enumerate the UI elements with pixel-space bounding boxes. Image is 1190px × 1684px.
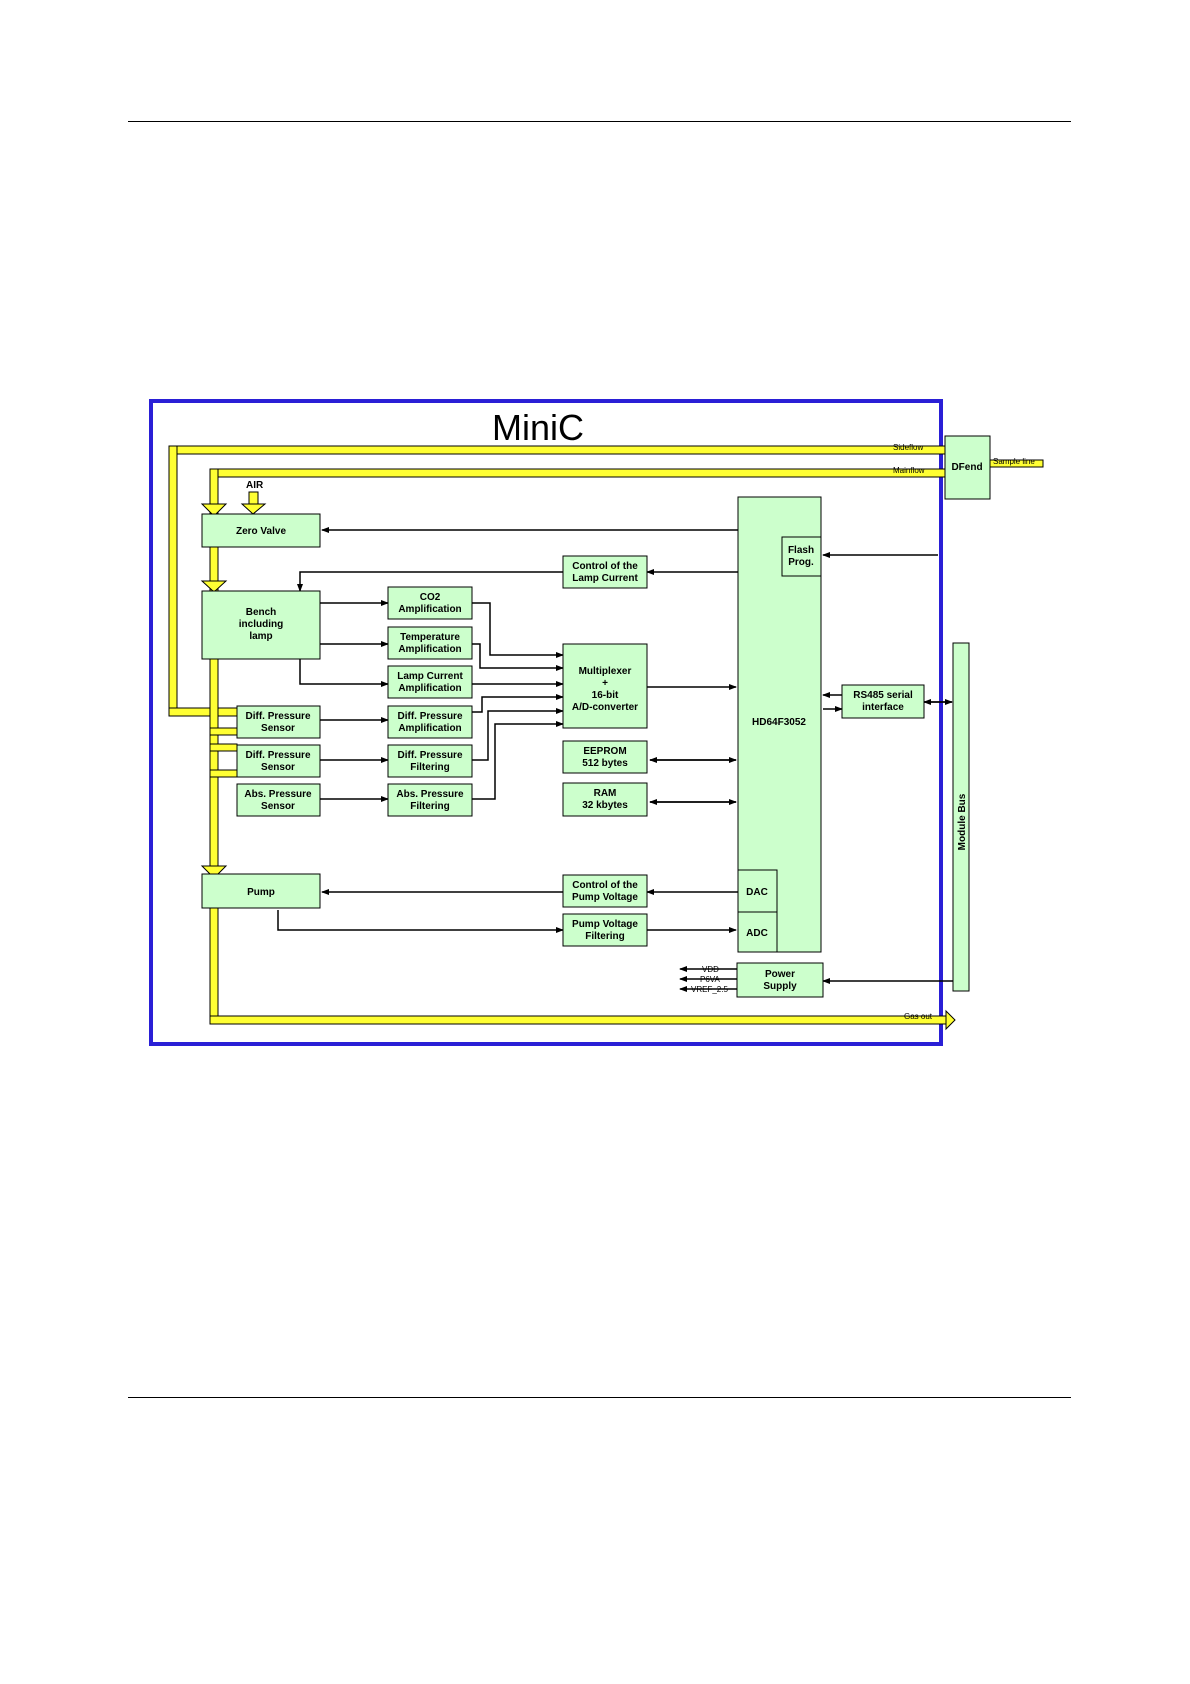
vref-label: VREF_2.5 — [691, 985, 728, 994]
rs485-interface-block: RS485 serial interface — [841, 684, 925, 719]
temperature-amplification-block: Temperature Amplification — [387, 626, 473, 660]
svg-text:Temperature: Temperature — [400, 632, 460, 643]
svg-text:Diff. Pressure: Diff. Pressure — [245, 711, 310, 722]
svg-text:HD64F3052: HD64F3052 — [752, 717, 806, 728]
svg-text:Sensor: Sensor — [261, 801, 295, 812]
sideflow-label: Sideflow — [893, 443, 923, 452]
svg-text:A/D-converter: A/D-converter — [572, 702, 638, 713]
eeprom-block: EEPROM 512 bytes — [562, 740, 648, 774]
svg-text:Filtering: Filtering — [410, 801, 449, 812]
svg-text:EEPROM: EEPROM — [583, 746, 626, 757]
lamp-current-control-block: Control of the Lamp Current — [562, 555, 648, 589]
svg-text:CO2: CO2 — [420, 592, 441, 603]
svg-text:Prog.: Prog. — [788, 557, 814, 568]
svg-text:Amplification: Amplification — [398, 604, 461, 615]
svg-text:+: + — [602, 678, 608, 689]
signal-wires — [277, 527, 953, 992]
svg-text:32 kbytes: 32 kbytes — [582, 800, 628, 811]
svg-text:16-bit: 16-bit — [592, 690, 619, 701]
pump-voltage-control-block: Control of the Pump Voltage — [562, 874, 648, 908]
co2-amplification-block: CO2 Amplification — [387, 586, 473, 620]
svg-text:Supply: Supply — [763, 981, 797, 992]
multiplexer-block: Multiplexer + 16-bit A/D-converter — [562, 643, 648, 729]
diff-pressure-amplification-block: Diff. Pressure Amplification — [387, 705, 473, 739]
svg-text:Diff. Pressure: Diff. Pressure — [245, 750, 310, 761]
power-supply-block: Power Supply — [736, 962, 824, 998]
svg-text:Lamp Current: Lamp Current — [572, 573, 638, 584]
svg-text:Sensor: Sensor — [261, 723, 295, 734]
vdd-label: VDD — [702, 965, 719, 974]
svg-text:Abs. Pressure: Abs. Pressure — [396, 789, 464, 800]
svg-text:Pump: Pump — [247, 887, 275, 898]
footer-rule — [128, 1397, 1071, 1398]
adc-block: ADC — [737, 911, 778, 953]
svg-text:Power: Power — [765, 969, 795, 980]
svg-text:Filtering: Filtering — [410, 762, 449, 773]
svg-text:Flash: Flash — [788, 545, 814, 556]
svg-text:Multiplexer: Multiplexer — [579, 666, 632, 677]
svg-text:Amplification: Amplification — [398, 644, 461, 655]
diff-pressure-filtering-block: Diff. Pressure Filtering — [387, 744, 473, 778]
diagram-title: MiniC — [492, 407, 584, 448]
svg-text:Filtering: Filtering — [585, 931, 624, 942]
svg-text:Diff. Pressure: Diff. Pressure — [397, 750, 462, 761]
svg-text:Diff. Pressure: Diff. Pressure — [397, 711, 462, 722]
svg-text:lamp: lamp — [249, 631, 272, 642]
svg-text:Zero Valve: Zero Valve — [236, 526, 286, 537]
gas-flow-paths — [168, 445, 1044, 1031]
dfend-block: DFend — [944, 435, 991, 500]
minic-frame — [149, 399, 943, 1046]
svg-text:Abs. Pressure: Abs. Pressure — [244, 789, 312, 800]
zero-valve-block: Zero Valve — [201, 513, 321, 548]
svg-text:Pump Voltage: Pump Voltage — [572, 892, 638, 903]
header-rule — [128, 121, 1071, 122]
pump-voltage-filtering-block: Pump Voltage Filtering — [562, 913, 648, 947]
ram-block: RAM 32 kbytes — [562, 782, 648, 817]
svg-text:Pump Voltage: Pump Voltage — [572, 919, 638, 930]
sample-line-label: Sample line — [993, 457, 1035, 466]
svg-text:Amplification: Amplification — [398, 723, 461, 734]
svg-text:including: including — [239, 619, 283, 630]
abs-pressure-sensor-block: Abs. Pressure Sensor — [236, 783, 321, 817]
svg-text:DFend: DFend — [951, 462, 982, 473]
svg-text:Module Bus: Module Bus — [957, 793, 968, 850]
diff-pressure-sensor-1-block: Diff. Pressure Sensor — [236, 705, 321, 739]
air-label: AIR — [246, 480, 264, 491]
svg-text:Sensor: Sensor — [261, 762, 295, 773]
p6va-label: P6VA — [700, 975, 721, 984]
svg-text:RAM: RAM — [594, 788, 617, 799]
lamp-current-amplification-block: Lamp Current Amplification — [387, 665, 473, 699]
svg-text:512 bytes: 512 bytes — [582, 758, 628, 769]
dac-block: DAC — [737, 869, 778, 913]
svg-text:ADC: ADC — [746, 928, 768, 939]
module-bus-block: Module Bus — [952, 642, 970, 992]
svg-text:Lamp Current: Lamp Current — [397, 671, 463, 682]
svg-text:Control of the: Control of the — [572, 561, 638, 572]
mainflow-label: Mainflow — [893, 466, 925, 475]
flash-prog-block: Flash Prog. — [781, 536, 822, 577]
svg-text:interface: interface — [862, 702, 904, 713]
svg-text:Amplification: Amplification — [398, 683, 461, 694]
svg-text:RS485 serial: RS485 serial — [853, 690, 913, 701]
gas-out-label: Gas out — [904, 1012, 933, 1021]
svg-text:Bench: Bench — [246, 607, 277, 618]
bench-block: Bench including lamp — [201, 590, 321, 660]
pump-block: Pump — [201, 873, 321, 909]
diff-pressure-sensor-2-block: Diff. Pressure Sensor — [236, 744, 321, 778]
svg-text:Control of the: Control of the — [572, 880, 638, 891]
abs-pressure-filtering-block: Abs. Pressure Filtering — [387, 783, 473, 817]
svg-text:DAC: DAC — [746, 887, 768, 898]
